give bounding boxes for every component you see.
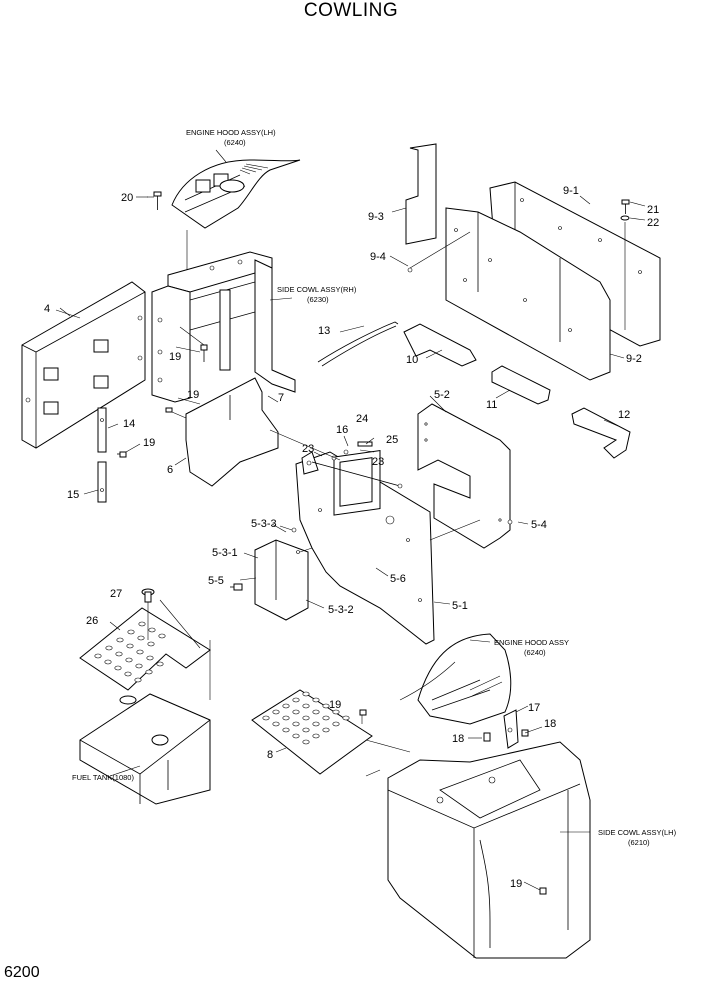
- upper-bracket-frame: [151, 251, 296, 403]
- strap-15: [97, 461, 107, 503]
- callout-19-a: 19: [169, 351, 181, 363]
- callout-23-a: 23: [302, 443, 314, 455]
- bolt-20: [147, 191, 162, 210]
- callout-19-d: 19: [329, 699, 341, 711]
- fuel-tank-ref: [79, 693, 211, 805]
- strip-9-3: [405, 143, 437, 245]
- shield-5-2: [417, 403, 511, 549]
- panel-4: [21, 281, 146, 449]
- callout-18-b: 18: [544, 718, 556, 730]
- callout-23-b: 23: [372, 456, 384, 468]
- callout-14: 14: [123, 418, 135, 430]
- callout-5-3-3: 5-3-3: [251, 518, 277, 530]
- cover-6: [174, 377, 279, 487]
- callout-9-3: 9-3: [368, 211, 384, 223]
- callout-20: 20: [121, 192, 133, 204]
- callout-12: 12: [618, 409, 630, 421]
- callout-8: 8: [267, 749, 273, 761]
- callout-5-4: 5-4: [531, 519, 547, 531]
- callout-15: 15: [67, 489, 79, 501]
- label-side-cowl-lh: SIDE COWL ASSY(LH): [598, 828, 677, 837]
- label-engine-hood: ENGINE HOOD ASSY: [494, 638, 569, 647]
- side-cowl-lh-ref: [387, 741, 591, 959]
- callout-16: 16: [336, 424, 348, 436]
- callout-22: 22: [647, 217, 659, 229]
- engine-hood-lh-ref: [171, 159, 301, 229]
- label-side-cowl-rh: SIDE COWL ASSY(RH): [277, 285, 357, 294]
- callout-5-2: 5-2: [434, 389, 450, 401]
- callout-5-3-1: 5-3-1: [212, 547, 238, 559]
- label-side-cowl-rh-code: (6230): [307, 295, 329, 304]
- callout-13: 13: [318, 325, 330, 337]
- panel-9-2: [445, 207, 611, 381]
- callout-11: 11: [486, 399, 497, 411]
- callout-4: 4: [44, 303, 50, 315]
- pad-10: [403, 323, 477, 367]
- plate-5-3: [254, 539, 309, 621]
- callout-9-1: 9-1: [563, 185, 579, 197]
- callout-26: 26: [86, 615, 98, 627]
- label-engine-hood-lh: ENGINE HOOD ASSY(LH): [186, 128, 276, 137]
- callout-27: 27: [110, 588, 122, 600]
- callout-19-c: 19: [143, 437, 155, 449]
- page-title: COWLING: [303, 0, 399, 21]
- callout-18-a: 18: [452, 733, 464, 745]
- callout-6: 6: [167, 464, 173, 476]
- callout-10: 10: [406, 354, 418, 366]
- page-number: 6200: [4, 964, 40, 981]
- callout-5-3-2: 5-3-2: [328, 604, 354, 616]
- callout-17: 17: [528, 702, 540, 714]
- callout-19-b: 19: [187, 389, 199, 401]
- callout-19-e: 19: [510, 878, 522, 890]
- label-side-cowl-lh-code: (6210): [628, 838, 650, 847]
- callout-9-4: 9-4: [370, 251, 386, 263]
- label-engine-hood-code: (6240): [524, 648, 546, 657]
- engine-hood-ref: [399, 633, 512, 725]
- pad-12: [571, 407, 631, 459]
- callout-5-5: 5-5: [208, 575, 224, 587]
- callout-21: 21: [647, 204, 659, 216]
- callout-7: 7: [278, 392, 284, 404]
- label-fuel-tank: FUEL TANK(1080): [72, 773, 134, 782]
- strap-14: [97, 407, 107, 453]
- callout-25: 25: [386, 434, 398, 446]
- plate-26: [79, 607, 211, 691]
- rod-13: [317, 321, 399, 363]
- pad-11: [491, 365, 551, 405]
- label-engine-hood-lh-code: (6240): [224, 138, 246, 147]
- firewall-5-1: [295, 450, 435, 645]
- plate-8: [251, 689, 373, 775]
- callout-24: 24: [356, 413, 368, 425]
- callout-5-1: 5-1: [452, 600, 468, 612]
- callout-5-6: 5-6: [390, 573, 406, 585]
- callout-9-2: 9-2: [626, 353, 642, 365]
